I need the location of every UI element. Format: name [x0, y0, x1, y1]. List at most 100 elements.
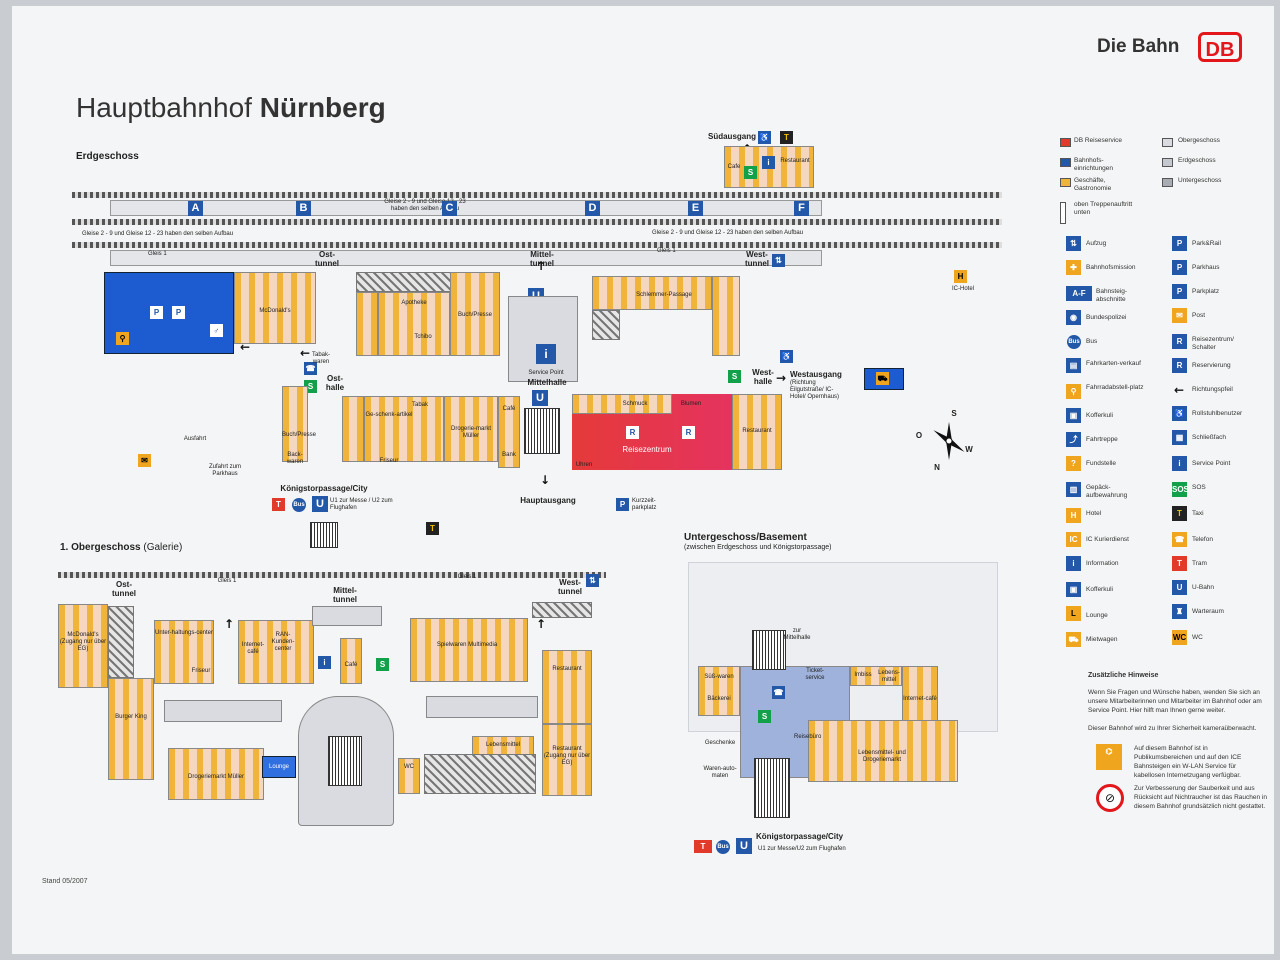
telephone-icon: ☎	[304, 362, 317, 375]
shop-internetcafe-ran	[238, 620, 314, 684]
legend-swatch	[1162, 138, 1173, 147]
legend-reservierung-icon: R	[1172, 358, 1187, 373]
legend-lounge-icon: L	[1066, 606, 1081, 621]
shop-friseur-label: Friseur	[379, 458, 399, 464]
shop-spielwaren-label: Spielwaren Multimedia	[436, 642, 498, 648]
floor-upper-title: 1. Obergeschoss	[60, 542, 141, 553]
track-line	[72, 242, 1002, 248]
notes-p1: Wenn Sie Fragen und Wünsche haben, wende…	[1088, 689, 1262, 714]
tram-icon: T	[694, 840, 712, 853]
legend-ic-kurier-icon: IC	[1066, 532, 1081, 547]
elevator-icon: ⇅	[586, 574, 599, 587]
shop-lounge-label: Lounge	[268, 764, 290, 770]
shop-cafe-upper-label: Café	[344, 662, 358, 668]
upper-gleis1-b: Gleis 1	[457, 574, 477, 580]
escalator-icon	[310, 522, 338, 548]
shop-schlemmer-passage	[592, 276, 712, 310]
map-sheet: Die Bahn DB Hauptbahnhof Nürnberg Erdges…	[12, 6, 1274, 954]
shop-drogeriemarkt-mueller	[444, 396, 498, 462]
westhalle-label: West-halle	[752, 368, 774, 386]
shop-mcdonalds-upper	[58, 604, 108, 688]
legend-label: Reservierung	[1192, 362, 1231, 369]
legend-kofferkuli-2-icon: ▣	[1066, 582, 1081, 597]
legend-label: Aufzug	[1086, 240, 1107, 247]
shop-drogeriemarkt-upper	[168, 748, 264, 800]
legend-label: Telefon	[1192, 536, 1213, 543]
section-c-marker: C	[442, 201, 457, 216]
section-e-marker: E	[688, 201, 703, 216]
shop-wc	[398, 758, 420, 794]
mail-icon: ✉	[138, 454, 151, 467]
shop-geschenkartikel-label: Ge-schenk-artikel	[365, 412, 413, 418]
legend-label: Mietwagen	[1086, 636, 1118, 643]
shop-apotheke	[378, 292, 450, 356]
shop-restaurant-south: Restaurant	[780, 158, 810, 164]
shop-internetcafe-basement-label: Internet-café	[903, 696, 937, 702]
upper-osttunnel: Ost-tunnel	[112, 580, 136, 598]
info-icon: i	[318, 656, 331, 669]
shop-burger-king	[108, 678, 154, 780]
koenigstor-label: Königstorpassage/City	[280, 484, 368, 493]
legend-label: Fahrtreppe	[1086, 436, 1118, 443]
shop-lebensmittel-drogerie-label: Lebensmittel- und Drogeriemarkt	[858, 750, 906, 763]
park-and-rail-icon: P	[150, 306, 163, 319]
escalator-icon	[524, 408, 560, 454]
shop-cafe-label: Café	[502, 406, 516, 412]
legend-swatch	[1060, 202, 1066, 224]
bicycle-icon: ⚲	[116, 332, 129, 345]
wheelchair-icon: ♿	[758, 131, 771, 144]
legend-platform-sections-icon: A-F	[1066, 286, 1092, 301]
legend-color-label: Obergeschoss	[1178, 137, 1220, 144]
info-icon: i	[762, 156, 775, 169]
shop-geschenkartikel	[364, 396, 444, 462]
osthalle-label: Ost-halle	[325, 374, 345, 392]
shop-ground-vertical	[356, 292, 378, 356]
shop-tabak-label: Tabak	[411, 402, 428, 408]
floor-upper-sub: (Galerie)	[143, 542, 183, 553]
platform	[110, 200, 822, 216]
escalator-icon	[328, 736, 362, 786]
floor-label-upper: 1. Obergeschoss (Galerie)	[60, 542, 182, 553]
legend-parkhaus-icon: P	[1172, 260, 1187, 275]
shop-schmuck-blumen	[572, 394, 672, 414]
section-d-marker: D	[585, 201, 600, 216]
legend-lost-found-icon: ?	[1066, 456, 1081, 471]
bus-icon: Bus	[716, 840, 730, 854]
compass-icon	[933, 422, 965, 460]
taxi-icon: T	[780, 131, 793, 144]
notes-p3: Auf diesem Bahnhof ist in Publikumsberei…	[1134, 745, 1242, 779]
page-title: Hauptbahnhof Nürnberg	[76, 92, 386, 124]
parking-icon: P	[616, 498, 629, 511]
legend-label: Fundstelle	[1086, 460, 1116, 467]
shop-buch-presse-2-label: Buch/Presse	[282, 432, 317, 438]
legend-label: U-Bahn	[1192, 584, 1215, 591]
legend-color-label: DB Reiseservice	[1074, 137, 1123, 144]
shop-unterhaltung-label: Unter-haltungs-center	[154, 630, 214, 636]
shop-buch-presse	[450, 272, 500, 356]
shop-spielwaren	[410, 618, 528, 682]
legend-warteraum-icon: ♜	[1172, 604, 1187, 619]
shop-lebensmittel-upper-label: Lebensmittel	[485, 742, 521, 748]
legend-kofferkuli-icon: ▣	[1066, 408, 1081, 423]
title-prefix: Hauptbahnhof	[76, 92, 252, 123]
section-b-marker: B	[296, 201, 311, 216]
upper-gleis1-a: Gleis 1	[217, 578, 237, 584]
legend-locker-icon: ▦	[1172, 430, 1187, 445]
ichotel-label: IC-Hotel	[951, 286, 974, 292]
gleis1-label-left: Gleis 1	[148, 251, 167, 257]
legend-label: Reisezentrum/ Schalter	[1192, 336, 1234, 351]
floor-label-basement: Untergeschoss/Basement	[684, 532, 807, 543]
shop-mcdonalds-upper-label: McDonald's (Zugang nur über EG)	[59, 632, 107, 652]
shop-bank-cafe	[498, 396, 520, 468]
upper-gallery-right	[426, 696, 538, 718]
zufahrt-label: Zufahrt zum Parkhaus	[208, 464, 241, 477]
legend-color-label: Untergeschoss	[1178, 177, 1222, 184]
legend-label: Bundespolizei	[1086, 314, 1127, 321]
bus-icon: Bus	[292, 498, 306, 512]
upper-mitteltunnel: Mittel-tunnel	[333, 586, 357, 604]
arrow-down-icon: ↓	[540, 473, 551, 487]
compass-w: W	[965, 445, 973, 454]
westtunnel-label: West-tunnel	[745, 250, 769, 268]
shop-restaurant-upper-label: Restaurant	[552, 666, 582, 672]
legend-escalator-icon: ⤴	[1066, 432, 1081, 447]
